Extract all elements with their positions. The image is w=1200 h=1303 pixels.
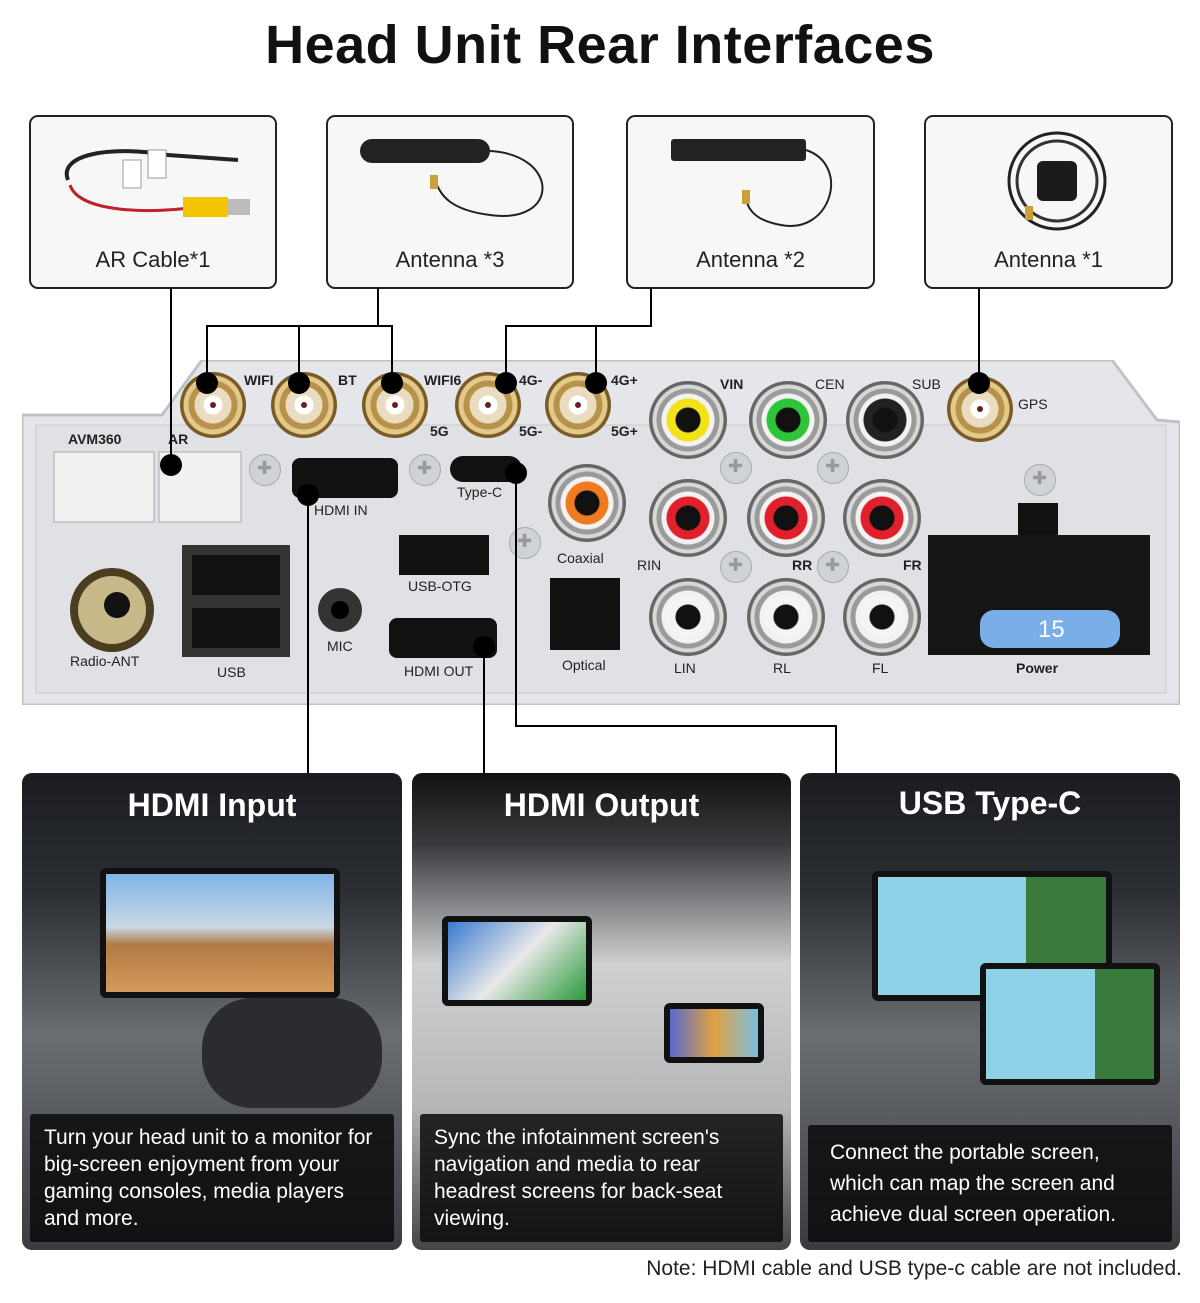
gamepad-icon: [202, 998, 382, 1108]
port-label: Radio-ANT: [70, 653, 140, 669]
port-label: AVM360: [68, 431, 122, 447]
screw-icon: [509, 527, 541, 559]
port-label: WIFI: [244, 372, 274, 388]
accessory-antenna-3: Antenna *3: [326, 115, 574, 289]
card-hdmi-input: HDMI Input Turn your head unit to a moni…: [22, 773, 402, 1250]
coaxial-port: [548, 464, 626, 542]
port-label: SUB: [912, 376, 941, 392]
port-label: HDMI IN: [314, 502, 368, 518]
accessory-label: Antenna *2: [696, 247, 805, 272]
card-caption: Turn your head unit to a monitor for big…: [30, 1114, 394, 1242]
port-label: Type-C: [457, 484, 503, 500]
port-label: BT: [338, 372, 357, 388]
connector-dot: [505, 462, 527, 484]
accessory-label: Antenna *3: [395, 247, 505, 272]
vin-port: [649, 381, 727, 459]
antenna-icon: [670, 139, 832, 227]
page-title: Head Unit Rear Interfaces: [265, 15, 935, 75]
port-label: VIN: [720, 376, 744, 392]
rr-port: [747, 479, 825, 557]
screw-icon: [720, 551, 752, 583]
connector-lines: [170, 288, 980, 773]
card-hdmi-output: HDMI Output Sync the infotainment screen…: [412, 773, 791, 1250]
accessory-label: Antenna *1: [994, 247, 1103, 272]
port-label: CEN: [815, 376, 845, 392]
connector-dot: [473, 636, 495, 658]
port-label: WIFI6: [424, 372, 462, 388]
accessory-ar-cable: AR Cable*1: [29, 115, 277, 289]
footnote: Note: HDMI cable and USB type-c cable ar…: [646, 1257, 1182, 1280]
port-label: USB: [217, 664, 246, 680]
port-label: 5G: [430, 423, 449, 439]
rl-port: [747, 578, 825, 656]
head-unit-screen-image: [664, 1003, 764, 1063]
card-title: USB Type-C: [898, 785, 1082, 821]
card-caption: Sync the infotainment screen's navigatio…: [420, 1114, 783, 1242]
headrest-screen-image: [442, 916, 592, 1006]
cen-port: [749, 381, 827, 459]
port-label: FR: [903, 557, 922, 573]
port-label: 4G+: [611, 372, 638, 388]
accessory-label: AR Cable*1: [95, 247, 211, 272]
card-caption: Connect the portable screen, which can m…: [808, 1125, 1172, 1242]
connector-dot: [297, 484, 319, 506]
connector-dot: [196, 372, 218, 394]
port-label: RR: [792, 557, 813, 573]
lin-port: [649, 578, 727, 656]
connector-dot: [381, 372, 403, 394]
screw-icon: [817, 551, 849, 583]
antenna-icon: [360, 139, 544, 217]
card-title: HDMI Output: [503, 787, 700, 823]
fuse-rating: 15: [1038, 616, 1065, 643]
fl-port: [843, 578, 921, 656]
port-label: AR: [168, 431, 189, 447]
port-label: 5G+: [611, 423, 638, 439]
port-label: FL: [872, 660, 889, 676]
port-label: MIC: [327, 638, 353, 654]
sub-port: [846, 381, 924, 459]
port-label: USB-OTG: [408, 578, 472, 594]
port-label: Power: [1016, 660, 1059, 676]
port-label: 5G-: [519, 423, 543, 439]
screw-icon: [817, 452, 849, 484]
portable-screen-image: [980, 963, 1160, 1085]
connector-dot: [160, 454, 182, 476]
port-label: Optical: [562, 657, 606, 673]
connector-dot: [968, 372, 990, 394]
port-label: RIN: [637, 557, 662, 573]
fr-port: [843, 479, 921, 557]
rin-port: [649, 479, 727, 557]
screw-icon: [1024, 464, 1056, 496]
screw-icon: [249, 454, 281, 486]
connector-dot: [288, 372, 310, 394]
port-label: LIN: [674, 660, 696, 676]
card-usb-type-c: USB Type-C Connect the portable screen, …: [800, 773, 1180, 1250]
port-label: RL: [773, 660, 791, 676]
accessory-antenna-2: Antenna *2: [626, 115, 875, 289]
port-label: GPS: [1018, 396, 1048, 412]
ar-cable-icon: [64, 149, 250, 217]
port-label: 4G-: [519, 372, 543, 388]
screw-icon: [720, 452, 752, 484]
connector-dot: [585, 372, 607, 394]
connector-dot: [495, 372, 517, 394]
port-label: HDMI OUT: [404, 663, 474, 679]
game-screen-image: [100, 868, 340, 998]
accessory-antenna-1: Antenna *1: [924, 115, 1173, 289]
port-label: Coaxial: [557, 550, 604, 566]
card-title: HDMI Input: [127, 787, 297, 823]
gps-antenna-icon: [1007, 131, 1106, 231]
screw-icon: [409, 454, 441, 486]
